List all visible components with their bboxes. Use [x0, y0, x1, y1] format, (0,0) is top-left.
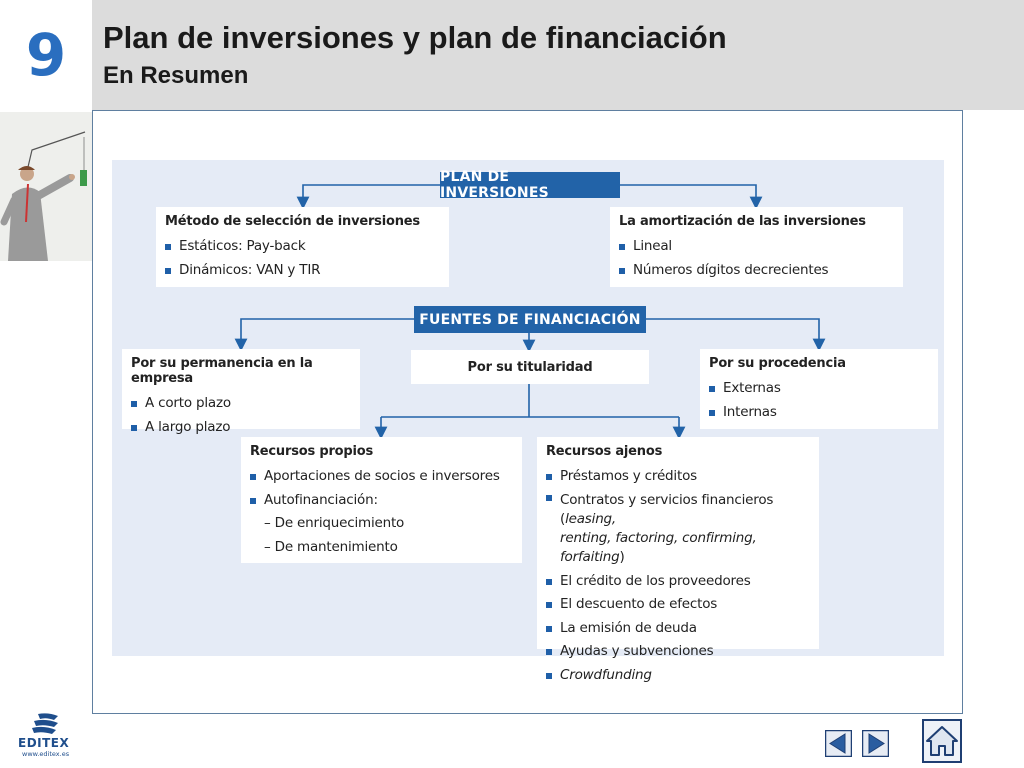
editex-logo-text: EDITEX — [18, 736, 70, 750]
list-subitem: – De mantenimiento — [264, 538, 398, 555]
list-item: A largo plazo — [131, 416, 351, 440]
list-item: El crédito de los proveedores — [546, 570, 810, 594]
list-item: Dinámicos: VAN y TIR — [165, 259, 440, 283]
next-button[interactable] — [862, 730, 889, 757]
previous-button[interactable] — [825, 730, 852, 757]
plan-inversiones-header: PLAN DE INVERSIONES — [440, 169, 620, 201]
metodo-seleccion-box: Método de selección de inversiones Estát… — [156, 207, 449, 287]
fuentes-financiacion-header: FUENTES DE FINANCIACIÓN — [414, 306, 646, 333]
amortizacion-title: La amortización de las inversiones — [619, 214, 866, 229]
list-item: A corto plazo — [131, 392, 351, 416]
page-title: Plan de inversiones y plan de financiaci… — [103, 20, 727, 55]
list-item: El descuento de efectos — [546, 593, 810, 617]
list-item: La emisión de deuda — [546, 617, 810, 641]
list-item: Crowdfunding — [546, 664, 810, 688]
recursos-ajenos-title: Recursos ajenos — [546, 444, 663, 459]
metodo-seleccion-title: Método de selección de inversiones — [165, 214, 420, 229]
list-item: Internas — [709, 401, 929, 425]
permanencia-box: Por su permanencia en la empresa A corto… — [122, 349, 360, 435]
titularidad-box: Por su titularidad — [411, 350, 649, 384]
chapter-number: 9 — [25, 21, 67, 89]
editex-url[interactable]: www.editex.es — [22, 750, 70, 758]
list-item: Estáticos: Pay-back — [165, 235, 440, 259]
titularidad-title: Por su titularidad — [467, 359, 593, 375]
procedencia-box: Por su procedencia Externas Internas — [700, 349, 938, 429]
list-item: Ayudas y subvenciones — [546, 640, 810, 664]
recursos-ajenos-box: Recursos ajenos Préstamos y créditos Con… — [537, 437, 819, 683]
procedencia-title: Por su procedencia — [709, 356, 846, 371]
list-item: Autofinanciación: — [250, 489, 513, 513]
list-subitem: – De enriquecimiento — [264, 515, 405, 531]
list-item: Préstamos y créditos — [546, 465, 810, 489]
list-item: Externas — [709, 377, 929, 401]
recursos-propios-title: Recursos propios — [250, 444, 374, 459]
list-item: Contratos y servicios financieros (leasi… — [546, 489, 810, 570]
list-item: Aportaciones de socios e inversores — [250, 465, 513, 489]
home-button[interactable] — [922, 719, 962, 763]
amortizacion-box: La amortización de las inversiones Linea… — [610, 207, 903, 287]
list-item-italic: Crowdfunding — [560, 666, 652, 683]
permanencia-title: Por su permanencia en la empresa — [131, 356, 313, 386]
list-item: Lineal — [619, 235, 894, 259]
businessman-illustration — [0, 112, 92, 261]
list-item: Números dígitos decrecientes — [619, 259, 894, 283]
header-bar — [92, 0, 1024, 110]
list-item-italic: renting, factoring, confirming, forfaiti… — [560, 529, 757, 565]
list-item-italic: leasing, — [565, 510, 617, 527]
list-item-text: ) — [619, 548, 625, 565]
page-subtitle: En Resumen — [103, 62, 249, 89]
editex-logo-icon — [32, 713, 58, 734]
list-item-text: Contratos y servicios financieros ( — [560, 491, 774, 527]
recursos-propios-box: Recursos propios Aportaciones de socios … — [241, 437, 522, 563]
